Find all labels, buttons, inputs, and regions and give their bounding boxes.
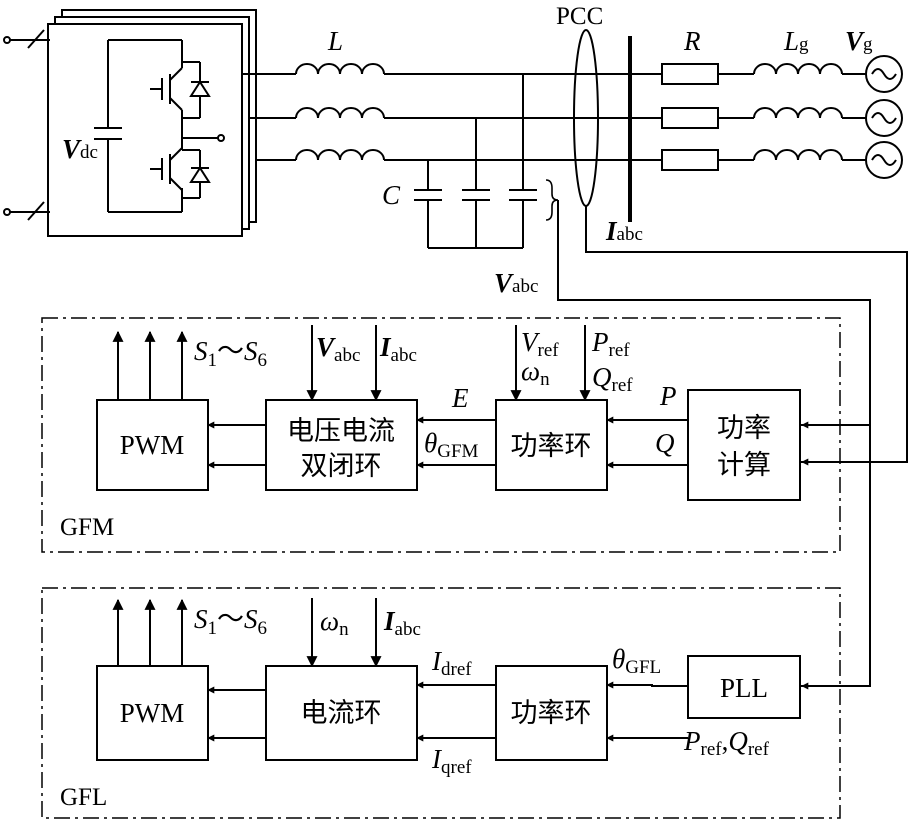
gfm-vref-label: Vref: [521, 327, 559, 361]
phase-lines: [242, 55, 903, 179]
resistor-label: R: [683, 26, 701, 56]
gfm-pwm-block: [96, 399, 209, 491]
inductor-label: L: [327, 26, 343, 56]
capacitor-label: C: [382, 180, 401, 210]
iabc-sensor-label: Iabc: [605, 216, 643, 246]
grid-inductor-label: Lg: [783, 26, 809, 56]
gfl-frame: [41, 587, 841, 819]
gfl-power-loop-label: 功率环: [511, 698, 592, 729]
gfm-pwm-label: PWM: [120, 430, 185, 460]
inverter-frame: [47, 23, 243, 237]
vdc-label: Vdc: [62, 134, 98, 164]
gfl-iabc-label: Iabc: [383, 606, 421, 640]
gfm-pref-label: Pref: [591, 327, 630, 361]
gfm-q-label: Q: [655, 428, 675, 458]
power-circuit: [3, 9, 908, 687]
gfm-vi-loop-line2: 双闭环: [301, 451, 382, 482]
vabc-sensor-label: Vabc: [494, 268, 538, 298]
gfl-panel: PWM 电流环 功率环 PLL S1～S6 ωn Iabc Idref Iqre…: [41, 587, 841, 819]
gfl-pwm-label: PWM: [120, 698, 185, 728]
gfl-pwm-block: [96, 665, 209, 761]
gfl-theta-label: θGFL: [612, 644, 661, 678]
ac-source-b: [865, 99, 903, 137]
gfm-p-label: P: [659, 381, 677, 411]
gfm-frame-label: GFM: [60, 514, 114, 541]
ac-source-a: [865, 55, 903, 93]
gfm-power-calc-line2: 计算: [717, 450, 771, 481]
gfl-pref-qref-label: Pref,Qref: [683, 726, 770, 760]
gfl-frame-label: GFL: [60, 784, 107, 811]
resistor-b: [661, 107, 719, 129]
gfl-idref-label: Idref: [431, 646, 472, 680]
gfm-power-loop-label: 功率环: [511, 431, 592, 462]
circuit-labels: Vdc L PCC R Lg Vg C Iabc Vabc: [62, 3, 873, 298]
resistor-a: [661, 63, 719, 85]
ac-source-c: [865, 141, 903, 179]
inductor-c: [295, 149, 385, 161]
lower-igbt-switch: [150, 138, 211, 199]
inductor-a: [295, 63, 385, 75]
gfm-power-calc-line1: 功率: [717, 413, 771, 444]
gfm-voltage-current-loop-block: [265, 399, 418, 491]
grid-inductor-a: [753, 63, 843, 75]
resistor-c: [661, 149, 719, 171]
gfm-switch-signals-label: S1～S6: [194, 336, 267, 371]
gfm-vi-loop-line1: 电压电流: [287, 416, 395, 447]
gfl-current-loop-block: [265, 665, 418, 761]
grid-voltage-label: Vg: [845, 26, 873, 56]
grid-inductor-c: [753, 149, 843, 161]
gfm-vabc-label: Vabc: [316, 332, 360, 366]
gfl-current-loop-label: 电流环: [301, 698, 382, 729]
gfm-iabc-label: Iabc: [379, 332, 417, 366]
gfm-panel: PWM 电压电流 双闭环 功率环 功率 计算 S1～S6 Vabc Iabc V…: [41, 317, 841, 553]
gfl-power-loop-block: [495, 665, 608, 761]
gfm-power-loop-block: [495, 399, 608, 491]
gfm-qref-label: Qref: [592, 362, 633, 396]
gfl-pll-label: PLL: [720, 673, 768, 703]
gfl-pll-block: [687, 655, 801, 719]
gfm-power-calc-block: [687, 389, 801, 501]
gfm-e-label: E: [451, 383, 469, 413]
grid-inductor-b: [753, 107, 843, 119]
filter-capacitors: [414, 74, 537, 249]
gfl-omega-label: ωn: [320, 606, 349, 640]
gfm-omega-label: ωn: [521, 356, 550, 390]
dc-input-terminals: [3, 29, 50, 221]
voltage-sense-brace: [545, 179, 559, 221]
upper-igbt-switch: [150, 61, 211, 138]
gfl-switch-signals-label: S1～S6: [194, 604, 267, 639]
inductor-b: [295, 107, 385, 119]
gfl-iqref-label: Iqref: [431, 744, 472, 778]
gfm-theta-label: θGFM: [424, 428, 479, 462]
gfm-frame: [41, 317, 841, 553]
pcc-label: PCC: [556, 3, 603, 30]
